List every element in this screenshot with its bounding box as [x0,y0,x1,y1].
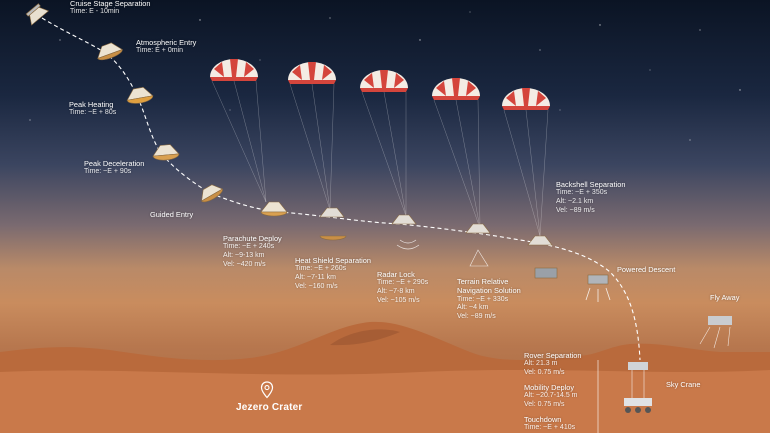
flyaway-craft [699,316,732,349]
stage-peak-deceleration: Peak Deceleration Time: ~E + 90s [84,159,144,177]
stage-detail: Alt: ~20.7-14.5 m [524,392,578,400]
stage-touchdown: Touchdown Time: ~E + 410s [524,415,575,433]
mesa-shadow [330,329,400,346]
stage-title: Powered Descent [617,265,676,274]
stage-title: Cruise Stage Separation [70,0,151,8]
stage-detail: Time: ~E + 330s [457,295,509,303]
location-label: Jezero Crater [236,402,303,413]
stage-detail: Time: ~E + 350s [556,189,608,197]
stage-detail: Vel: ~105 m/s [377,296,420,304]
stage-radar-lock: Radar Lock Time: ~E + 290s Alt: ~7-8 km … [377,270,428,306]
stage-detail: Time: ~E + 290s [377,279,429,287]
stage-title: Mobility Deploy [524,383,575,392]
stage-detail: Alt: ~9-13 km [223,252,265,259]
stage-cruise: Cruise Stage Separation Time: E - 10min [70,0,151,17]
stage-detail: Time: ~E + 240s [223,243,275,251]
stage-atmospheric-entry: Atmospheric Entry Time: E + 0min [136,38,196,56]
stage-guided-entry: Guided Entry [150,210,193,219]
stage-peak-heating: Peak Heating Time: ~E + 80s [69,100,116,118]
stage-detail: Time: ~E + 80s [69,109,117,117]
thruster-plumes [585,287,611,302]
location-pin-icon [260,381,274,399]
stage-title: Peak Deceleration [84,159,145,168]
stage-title: Terrain Relative Navigation Solution [457,277,521,296]
stage-detail: Alt: ~7-11 km [295,274,336,281]
stage-title: Heat Shield Separation [295,256,372,265]
stage-sky-crane: Sky Crane [666,380,701,389]
stage-detail: Time: ~E + 260s [295,265,347,273]
stage-title: Guided Entry [150,210,194,219]
stage-detail: Vel: ~420 m/s [223,260,266,268]
stage-title: Backshell Separation [556,180,626,189]
stage-detail: Vel: ~160 m/s [295,282,338,290]
stage-detail: Time: E - 10min [70,8,120,16]
terrain-nav-cone [469,249,489,267]
stage-terrain-relative-navigation: Terrain Relative Navigation Solution Tim… [457,277,521,322]
stage-parachute-deploy: Parachute Deploy Time: ~E + 240s Alt: ~9… [223,234,282,270]
stage-detail: Alt: ~2.1 km [556,198,594,205]
stage-detail: Alt: ~7-8 km [377,288,415,295]
radar-waves [396,239,420,250]
stars [29,11,741,141]
stage-title: Parachute Deploy [223,234,282,243]
stage-mobility-deploy: Mobility Deploy Alt: ~20.7-14.5 m Vel: 0… [524,383,578,410]
stage-detail: Vel: 0.75 m/s [524,369,565,376]
parachute-group [210,59,550,237]
stage-powered-descent: Powered Descent [617,265,675,274]
stage-detail: Time: E + 0min [136,47,184,55]
foreground-ground [0,370,770,433]
stage-heat-shield-separation: Heat Shield Separation Time: ~E + 260s A… [295,256,371,292]
stage-detail: Alt: 21.3 m [524,360,558,368]
stage-rover-separation: Rover Separation Alt: 21.3 m Vel: 0.75 m… [524,351,582,378]
stage-title: Radar Lock [377,270,415,279]
stage-detail: Vel: ~89 m/s [457,313,496,320]
stage-detail: Time: ~E + 410s [524,424,576,432]
capsule-group [25,3,609,285]
stage-title: Atmospheric Entry [136,38,197,47]
stage-detail: Vel: ~89 m/s [556,206,595,214]
stage-backshell-separation: Backshell Separation Time: ~E + 350s Alt… [556,180,625,216]
stage-detail: Vel: 0.75 m/s [524,401,565,408]
stage-detail: Alt: ~4 km [457,304,489,312]
stage-title: Peak Heating [69,100,114,109]
stage-title: Sky Crane [666,380,701,389]
stage-title: Fly Away [710,293,740,302]
stage-detail: Time: ~E + 90s [84,168,132,176]
trajectory-path [41,17,641,361]
stage-fly-away: Fly Away [710,293,739,302]
stage-title: Rover Separation [524,351,582,360]
stage-title: Touchdown [524,415,562,424]
skycrane-craft [597,360,652,433]
